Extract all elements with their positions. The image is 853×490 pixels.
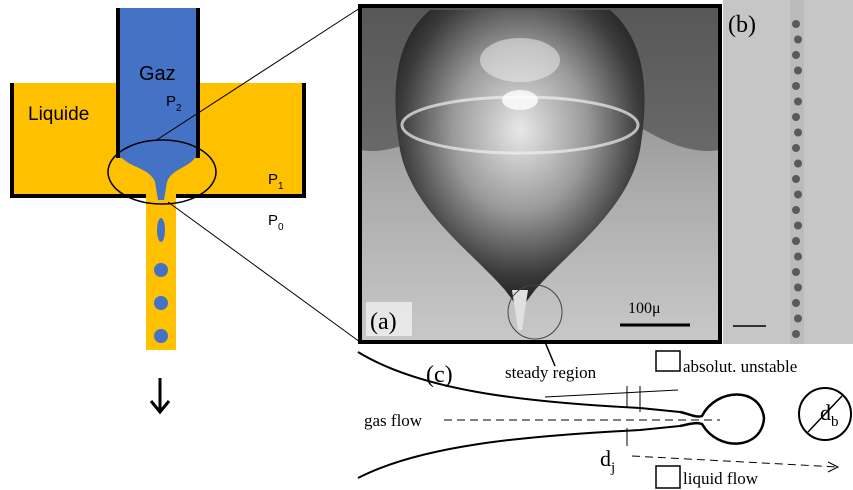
zoom-ellipse: [107, 139, 217, 205]
chain-bubble: [792, 237, 800, 245]
zoom-line: [154, 7, 361, 142]
chain-bubble: [794, 252, 802, 261]
necking-bubble: [679, 393, 766, 445]
bubble: [154, 263, 168, 277]
chain-bubble: [794, 66, 802, 75]
liquid-flow-arrow-icon: [827, 461, 840, 473]
chain-bubble: [792, 20, 800, 28]
panel-a-frame: [358, 4, 722, 344]
chain-bubble: [792, 82, 800, 90]
gas-tube: [119, 8, 197, 158]
liquid-flow-line: [631, 455, 839, 468]
panel-b: (b): [723, 0, 853, 344]
liquid-flow-label: liquid flow: [683, 469, 759, 488]
chain-bubble: [792, 175, 800, 183]
bubble-chain: [792, 20, 802, 338]
chain-bubble: [794, 159, 802, 168]
steady-region-label: steady region: [505, 363, 597, 382]
gas-flow-label: gas flow: [364, 411, 423, 430]
chain-bubble: [792, 330, 800, 338]
chain-bubble: [794, 190, 802, 199]
chain-bubble: [794, 221, 802, 230]
chain-bubble: [792, 268, 800, 276]
p1-label: P1: [268, 171, 284, 192]
panel-a-label-bg: [366, 302, 412, 336]
region-pointer: [544, 341, 556, 367]
scale-bar-label: 100μ: [628, 300, 661, 317]
chain-bubble: [792, 299, 800, 307]
db-label: db: [820, 400, 839, 430]
db-arrow: [807, 395, 843, 433]
zoom-circle: [507, 284, 563, 340]
panel-a: (a) 100μ: [358, 4, 722, 344]
chain-bubble: [794, 314, 802, 323]
detached-bubble: [798, 387, 852, 441]
reservoir-wall: [10, 83, 146, 198]
bubble: [154, 329, 168, 343]
dj-label: dj: [600, 446, 615, 476]
panel-b-label: (b): [728, 12, 756, 38]
bubble: [154, 296, 168, 310]
steady-region-arrow: [544, 389, 679, 398]
schematic: Gaz Liquide P2 P1 P0: [10, 7, 361, 415]
bubble-photo: [395, 10, 645, 310]
liquid-label: Liquide: [28, 104, 89, 125]
chain-bubble: [792, 144, 800, 152]
chain-bubble: [794, 283, 802, 292]
unstable-box: [655, 350, 681, 372]
panel-c-label: (c): [426, 362, 453, 388]
absolute-unstable-label: absolut. unstable: [683, 357, 797, 376]
chain-bubble: [794, 128, 802, 137]
nozzle-wall-top: [357, 351, 681, 413]
flow-arrow-icon: [149, 400, 171, 415]
chain-bubble: [792, 113, 800, 121]
chain-bubble: [794, 97, 802, 106]
p2-label: P2: [166, 93, 182, 114]
gas-label: Gaz: [139, 63, 176, 85]
bubble: [157, 218, 165, 242]
p0-label: P0: [268, 212, 284, 233]
panel-c: (c) steady region absolut. unstable gas …: [357, 341, 852, 489]
chain-bubble: [792, 206, 800, 214]
chain-bubble: [794, 35, 802, 44]
reservoir-wall: [176, 83, 306, 198]
nozzle-wall-bottom: [357, 425, 681, 479]
gas-cone: [120, 156, 196, 200]
liquid-flow-box: [655, 465, 681, 489]
zoom-line: [167, 201, 361, 343]
panel-a-label: (a): [370, 309, 397, 335]
chain-bubble: [792, 51, 800, 59]
